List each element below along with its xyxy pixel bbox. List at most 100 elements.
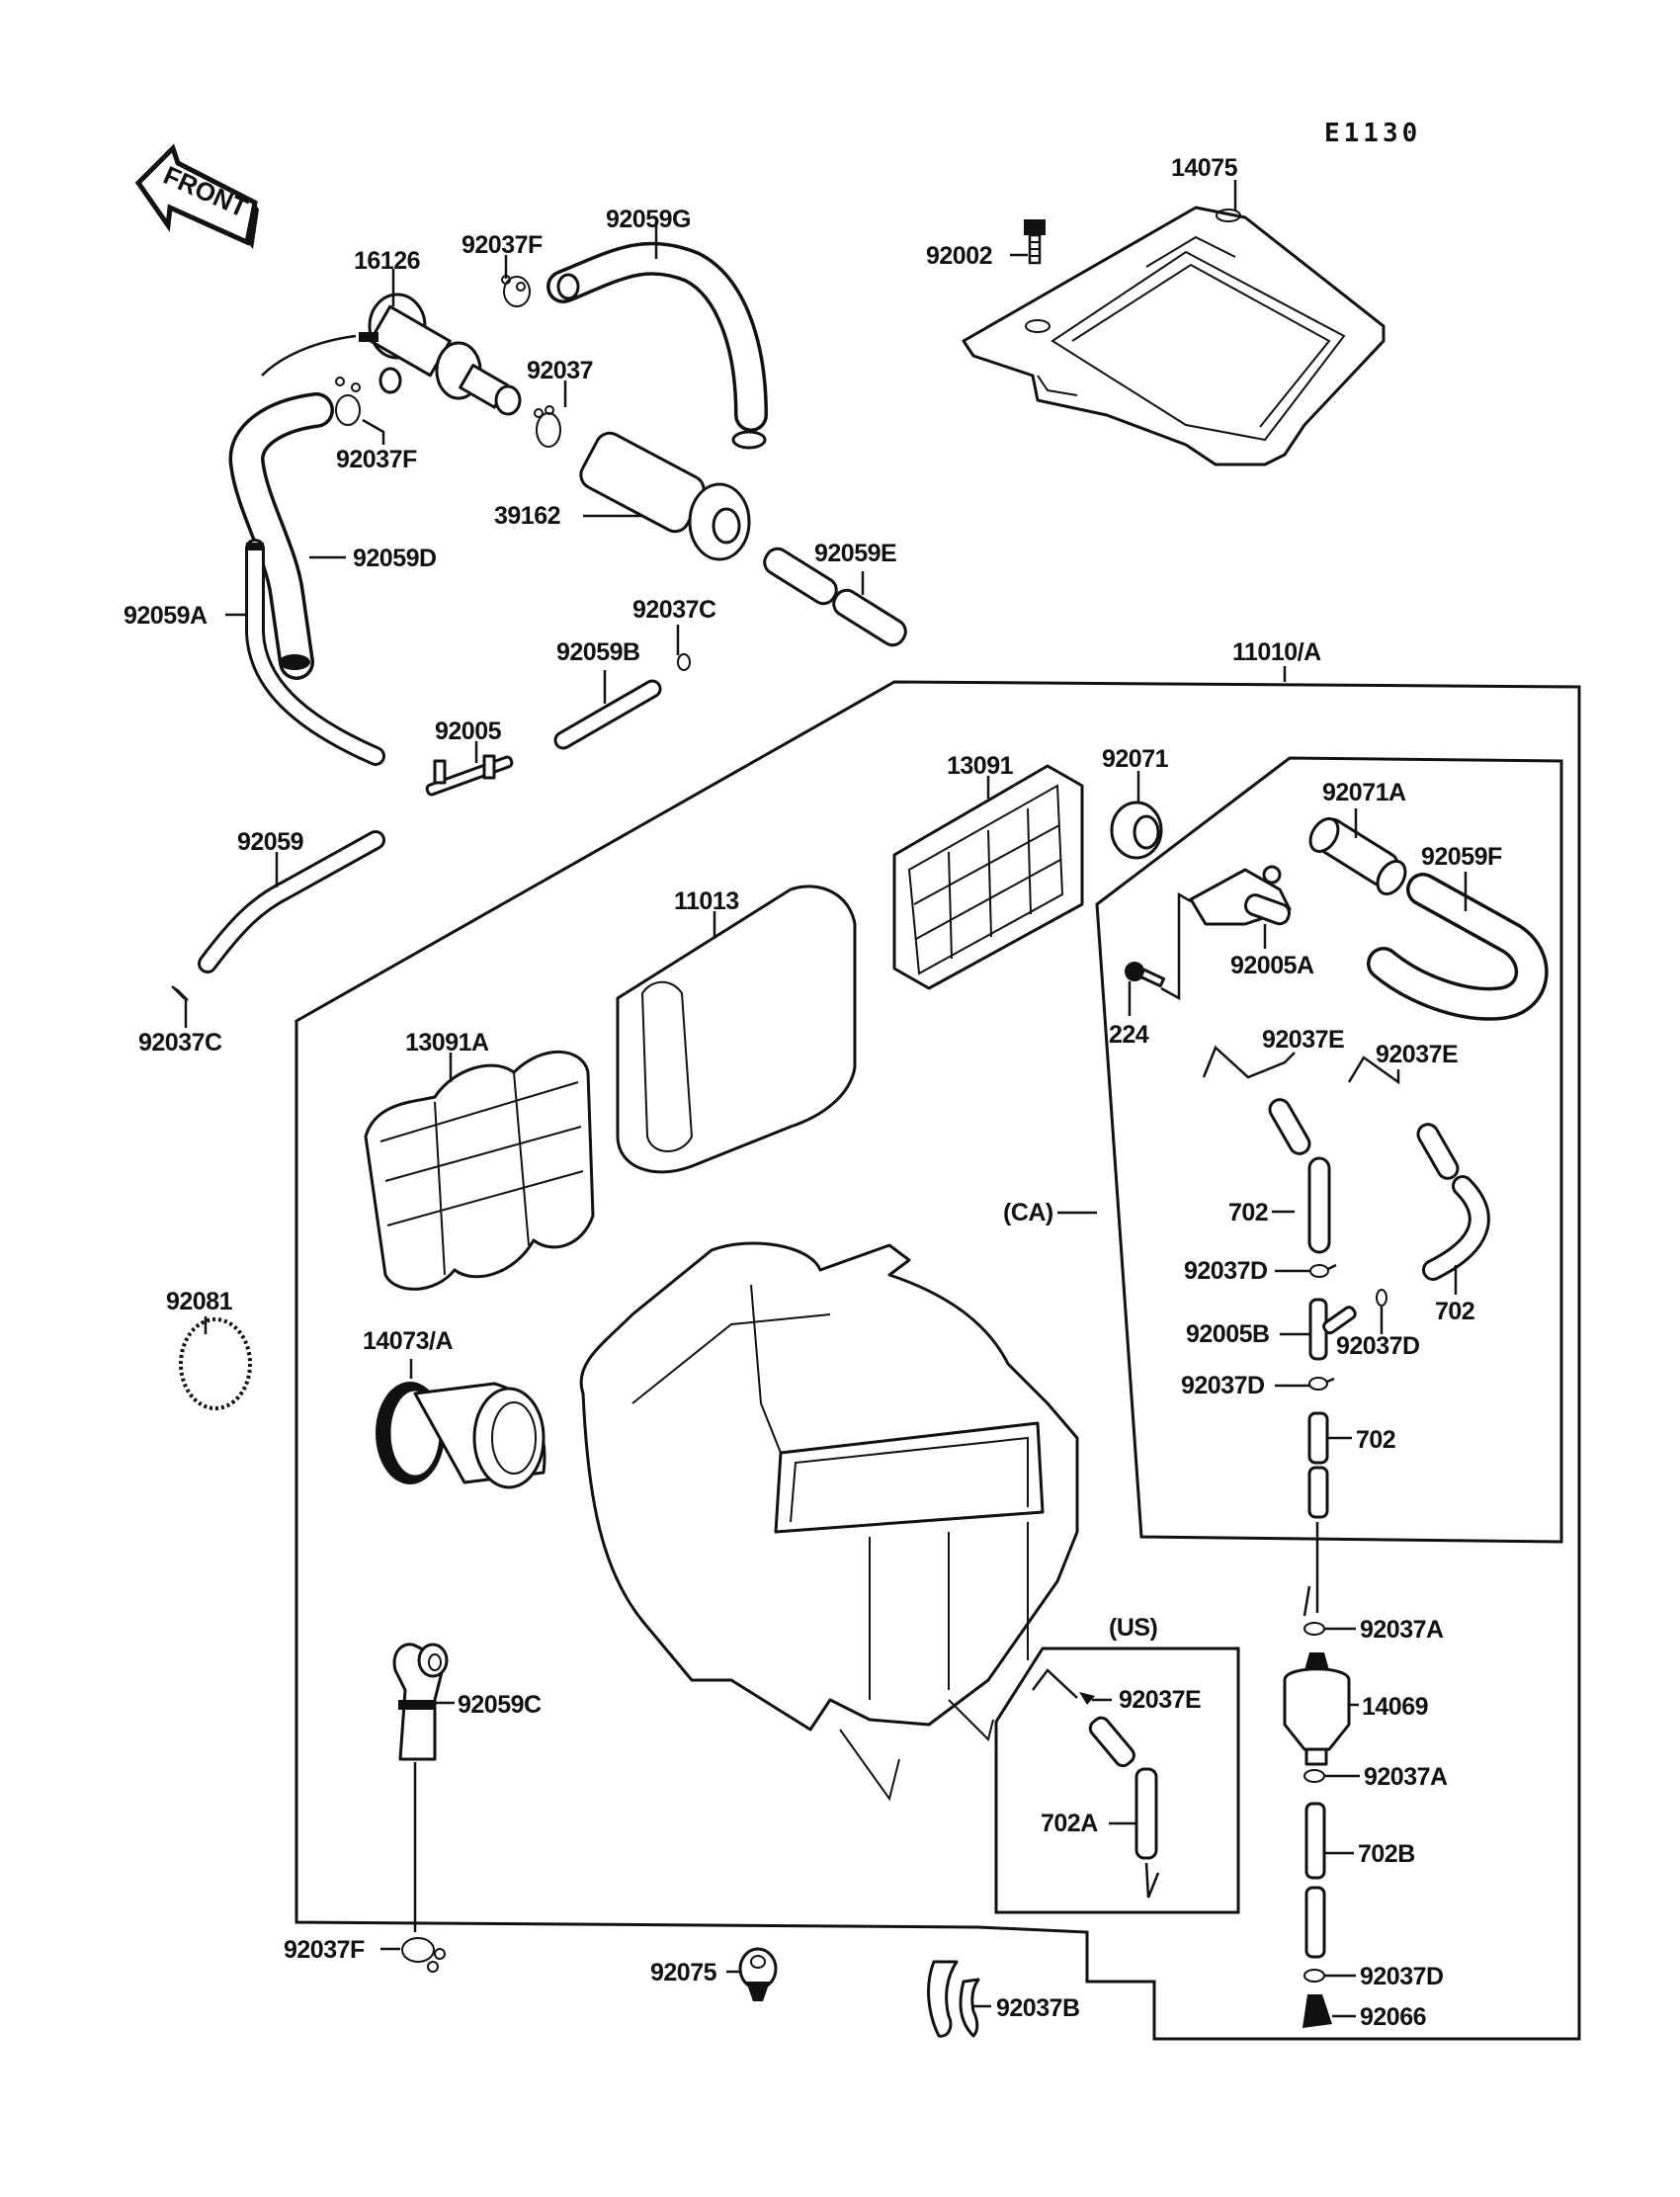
part-label-92037f-mid: 92037F <box>336 446 417 473</box>
screen-13091-part <box>892 764 1084 990</box>
part-label-14075: 14075 <box>1171 154 1238 182</box>
tube-702-a-part <box>1307 1156 1331 1254</box>
filter-14069-part <box>1283 1652 1351 1766</box>
tube-702-c-part <box>1307 1411 1329 1465</box>
part-label-92059b: 92059B <box>556 638 640 666</box>
part-label-39162: 39162 <box>494 502 560 530</box>
clip-92037b-part <box>927 1960 980 2038</box>
clamp-92037f-mid-part <box>335 377 361 426</box>
oring-92081-part <box>179 1317 252 1410</box>
part-label-14069: 14069 <box>1362 1693 1428 1721</box>
part-label-92037e-us: 92037E <box>1119 1686 1201 1714</box>
part-label-92059d: 92059D <box>353 545 437 572</box>
part-label-92037d-b: 92037D <box>1336 1332 1420 1360</box>
part-label-92037a-a: 92037A <box>1360 1616 1444 1644</box>
part-label-92037c-top: 92037C <box>632 596 716 624</box>
part-label-92071a: 92071A <box>1322 779 1406 806</box>
part-label-92037d-c: 92037D <box>1181 1372 1265 1399</box>
us-frame <box>994 1647 1240 1914</box>
part-label-16126: 16126 <box>354 247 420 275</box>
clamp-92037d-a-part <box>1309 1264 1329 1278</box>
hose-92059b-part <box>553 679 662 750</box>
part-label-702b: 702B <box>1358 1840 1415 1868</box>
frame-label-us: (US) <box>1109 1614 1158 1642</box>
frame-label-ca: (CA) <box>1003 1199 1053 1226</box>
tube-702a-upper <box>1088 1716 1135 1768</box>
elbow-92059c-part <box>392 1643 449 1761</box>
part-label-92071: 92071 <box>1102 745 1169 773</box>
tube-702-c-lower <box>1307 1466 1329 1519</box>
tube-702b-part <box>1304 1802 1326 1880</box>
part-label-11013: 11013 <box>674 887 739 915</box>
part-label-702-c: 702 <box>1356 1426 1395 1454</box>
hose-92059e-part <box>763 547 907 647</box>
part-label-224: 224 <box>1109 1021 1149 1049</box>
leader-39162 <box>583 514 668 531</box>
part-label-92075: 92075 <box>650 1959 717 1986</box>
part-label-92037d-a: 92037D <box>1184 1257 1268 1285</box>
part-label-92037c-bottom: 92037C <box>138 1029 222 1056</box>
front-arrow-icon: FRONT <box>134 143 259 249</box>
clamp-92037d-c-part <box>1308 1377 1328 1391</box>
part-label-92005: 92005 <box>435 718 502 745</box>
part-label-702-b: 702 <box>1435 1298 1474 1325</box>
joint-92005a-part <box>1189 865 1292 926</box>
diagram-code: E1130 <box>1324 119 1421 148</box>
airbox-case-part <box>579 1241 1079 1802</box>
tube-702-b-upper <box>1416 1123 1460 1180</box>
part-label-92037f-bottom: 92037F <box>284 1936 365 1964</box>
clamp-92037f-bottom-part <box>401 1937 446 1973</box>
clamp-92037f-top-part <box>501 275 531 307</box>
leader-224-to-92005a <box>1160 891 1192 1001</box>
part-label-92037b: 92037B <box>996 1994 1080 2022</box>
part-label-92059g: 92059G <box>606 206 691 233</box>
part-label-702-a: 702 <box>1228 1199 1268 1226</box>
valve-16126-part <box>359 293 522 416</box>
ca-frame <box>1095 756 1563 1544</box>
part-label-92059e: 92059E <box>814 540 896 567</box>
tube-702-a-upper <box>1268 1098 1311 1155</box>
screw-224-part <box>1125 962 1166 988</box>
part-label-14073a: 14073/A <box>363 1327 453 1355</box>
clamp-92037d-b-part <box>1376 1289 1387 1307</box>
frame-label-main: 11010/A <box>1232 638 1321 666</box>
part-label-92037f-top: 92037F <box>462 231 543 259</box>
pipe-92071a-part <box>1308 816 1407 896</box>
part-label-92002: 92002 <box>926 242 992 270</box>
part-label-92059a: 92059A <box>124 602 208 630</box>
part-label-92059f: 92059F <box>1421 843 1502 871</box>
part-label-92059c: 92059C <box>458 1691 542 1719</box>
part-label-92037: 92037 <box>527 357 593 384</box>
joint-92005b-part <box>1308 1298 1357 1361</box>
filter-element-11013-part <box>616 885 857 1174</box>
bolt-part <box>1024 219 1046 265</box>
part-label-92066: 92066 <box>1360 2003 1426 2031</box>
clamp-92037c-top-part <box>677 653 691 671</box>
part-label-702a: 702A <box>1041 1810 1098 1837</box>
plug-92075-part <box>738 1947 778 2001</box>
clamp-92037a-b-part <box>1303 1769 1325 1783</box>
part-label-92005b: 92005B <box>1186 1320 1270 1348</box>
clamp-92037e-us-part <box>1079 1692 1095 1705</box>
part-label-92037a-b: 92037A <box>1364 1763 1448 1791</box>
part-label-13091a: 13091A <box>405 1029 489 1056</box>
joint-92005-part <box>425 754 514 797</box>
part-label-13091: 13091 <box>947 752 1014 780</box>
part-label-92037d-d: 92037D <box>1360 1963 1444 1990</box>
part-label-92005a: 92005A <box>1230 952 1314 979</box>
clamp-92037d-d-part <box>1303 1969 1325 1983</box>
clamp-92037c-bottom-part <box>171 985 189 1001</box>
leader-92037f-mid <box>362 418 385 445</box>
part-label-92037e-b: 92037E <box>1376 1041 1458 1068</box>
leader-92037d-c <box>1275 1377 1335 1388</box>
part-label-92081: 92081 <box>166 1288 233 1315</box>
tube-702a-part <box>1134 1767 1158 1860</box>
airbox-lid-part <box>962 206 1386 466</box>
cap-92066-part <box>1302 1994 1332 2028</box>
filter-39162-part <box>579 431 751 561</box>
screen-13091a-part <box>364 1050 595 1291</box>
leader-92037e-b <box>1347 1056 1400 1085</box>
leader-92037d-a <box>1275 1263 1337 1273</box>
part-label-92037e-a: 92037E <box>1262 1026 1344 1054</box>
